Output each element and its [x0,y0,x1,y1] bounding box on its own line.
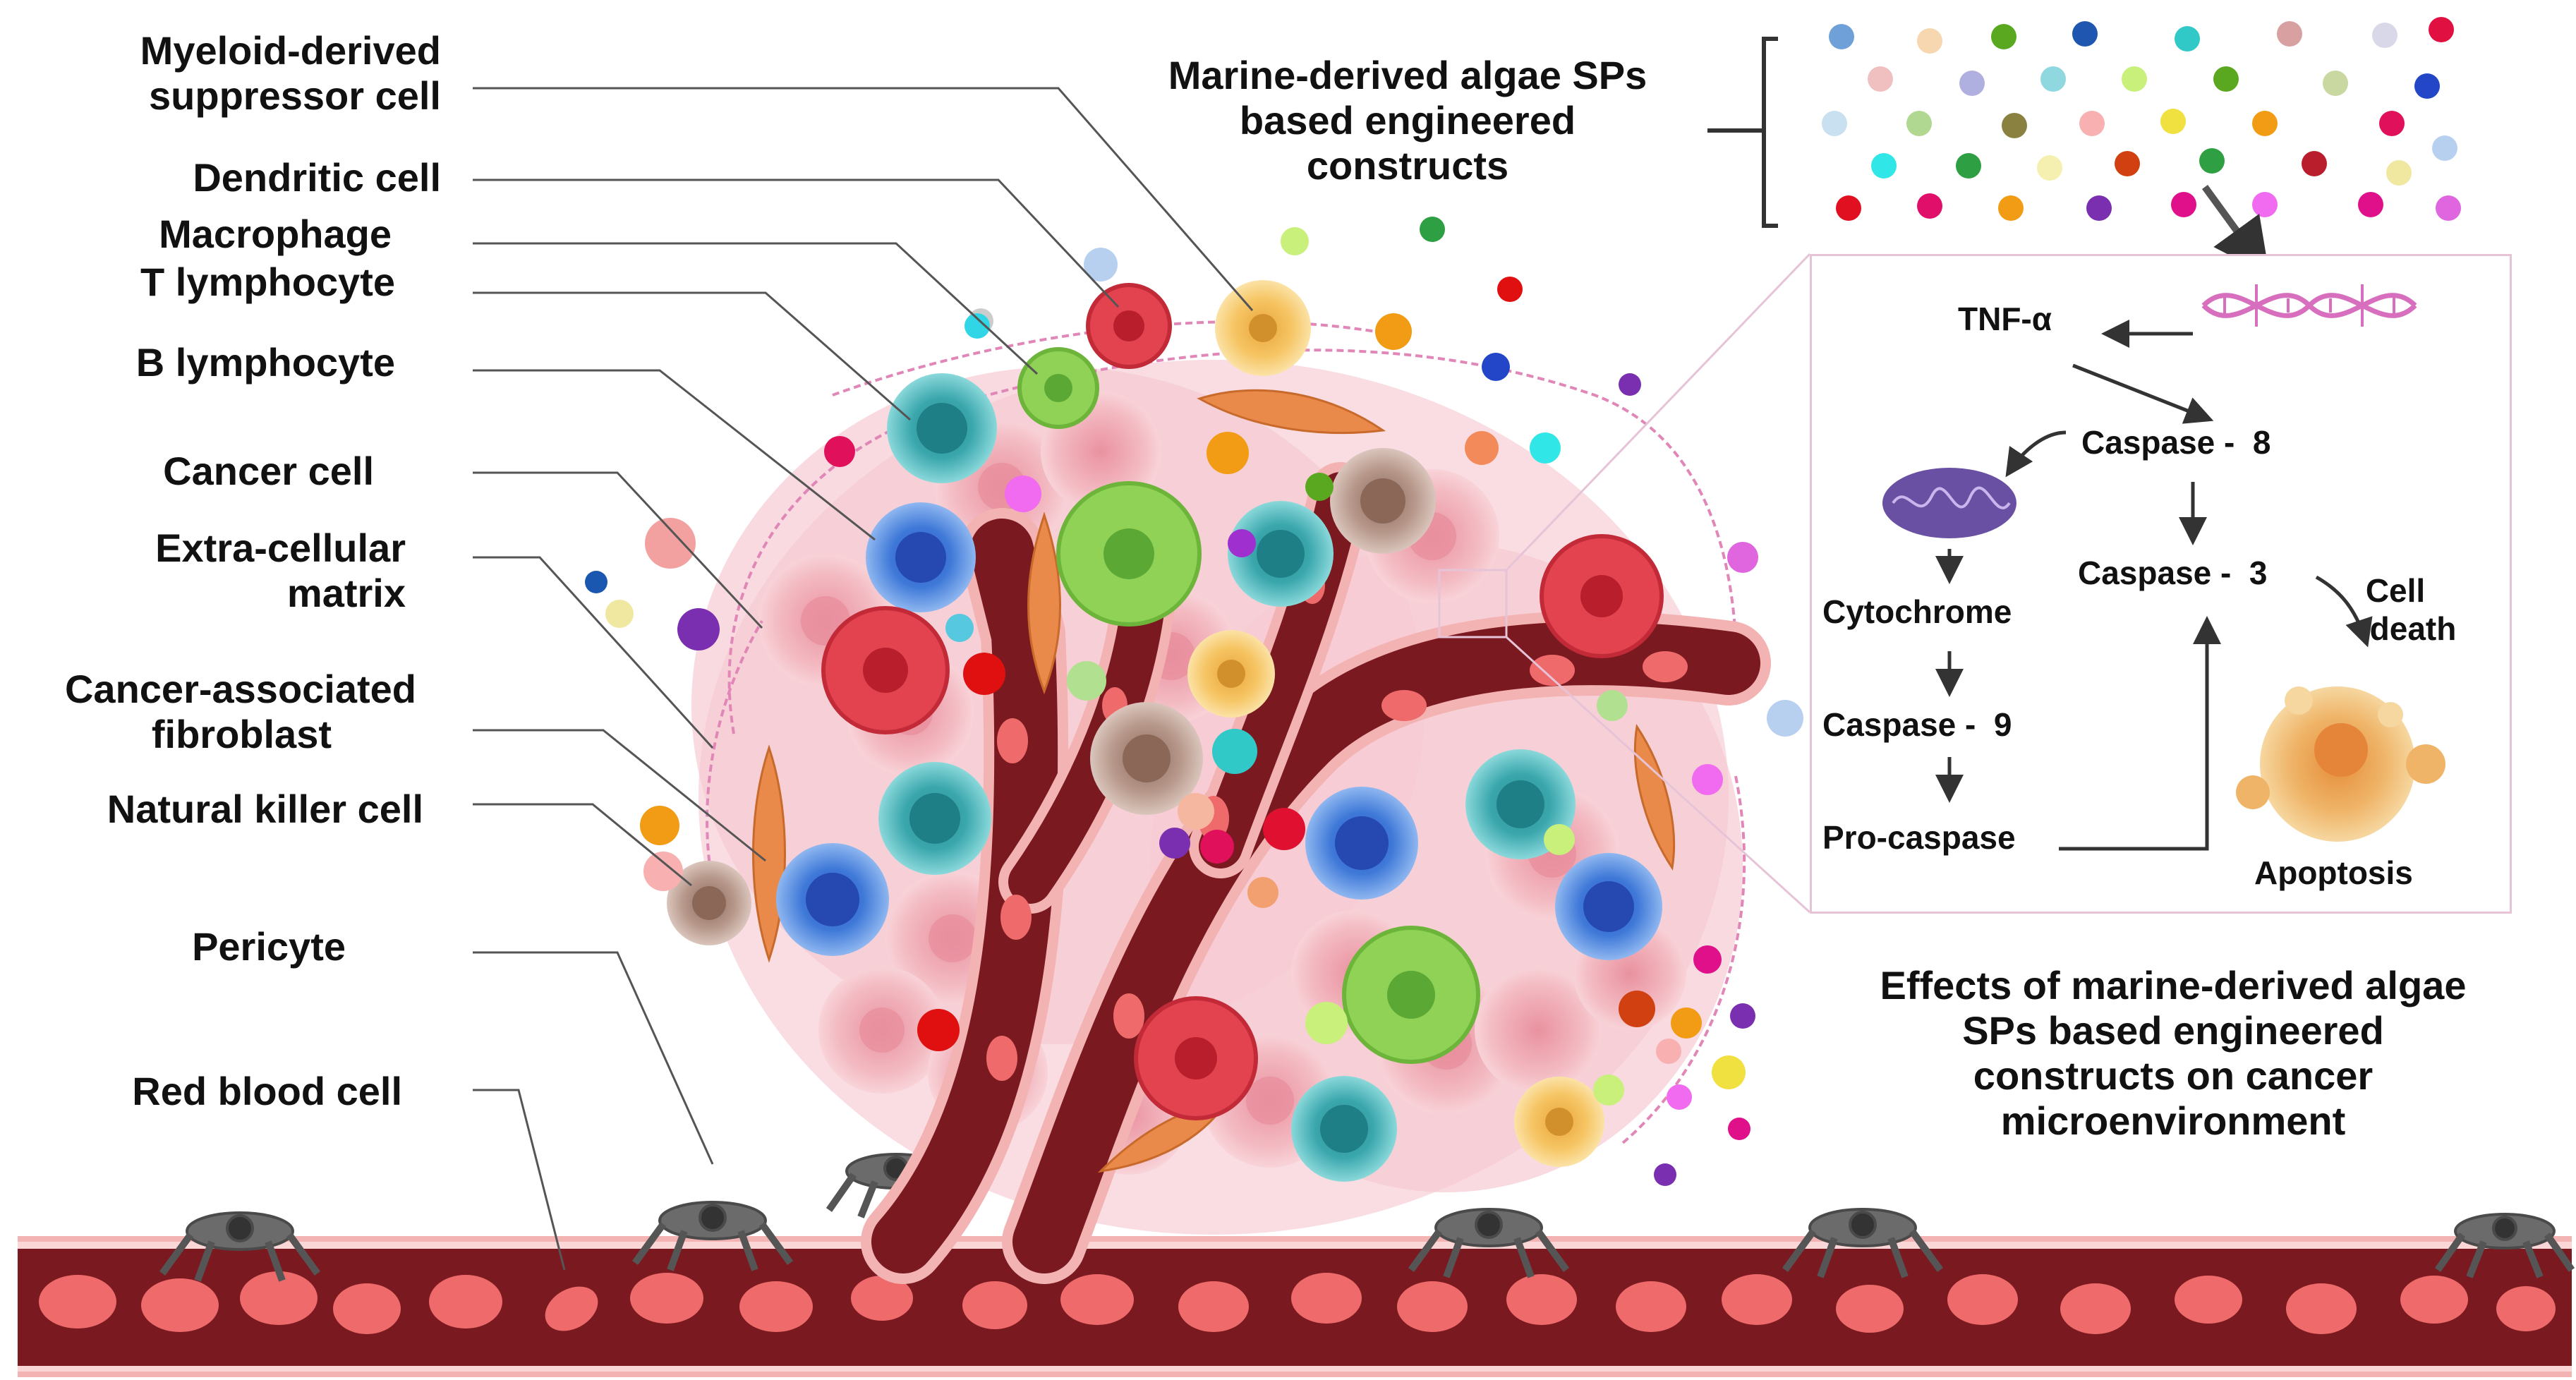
label-nk-cell: Natural killer cell [107,787,423,831]
label-b-lymphocyte: B lymphocyte [135,340,395,385]
label-red-blood-cell: Red blood cell [132,1069,402,1113]
pathway-caspase-9: Caspase - 9 [1822,706,2012,743]
pathway-caspase-3: Caspase - 3 [2078,555,2268,591]
label-cancer-cell: Cancer cell [163,449,374,493]
pathway-caspase-8: Caspase - 8 [2081,424,2271,461]
pathway-tnf-alpha: TNF-α [1958,301,2052,337]
apoptosis-pathway-panel [1810,254,2512,914]
dna-icon [2201,284,2417,327]
figure-caption-line2: SPs based engineered [1962,1008,2384,1053]
constructs-title-line3: constructs [1306,143,1509,188]
mitochondria-icon [1882,468,2016,538]
label-t-lymphocyte: T lymphocyte [140,260,395,304]
constructs-title: Marine-derived algae SPs based engineere… [1122,53,1693,188]
label-caf-line2: fibroblast [151,712,332,756]
figure-caption-line4: microenvironment [2000,1098,2346,1143]
apoptotic-cell-icon [2236,686,2445,842]
pathway-graphics [1882,284,2445,851]
zoom-connectors [1438,253,1811,914]
pathway-apoptosis: Apoptosis [2254,854,2413,891]
immune-cells [667,280,1664,1182]
leader-lines [473,87,1254,1271]
figure-caption-line3: constructs on cancer [1973,1053,2374,1098]
label-macrophage: Macrophage [159,212,392,256]
construct-arrow [2201,185,2270,277]
pathway-pro-caspase: Pro-caspase [1822,819,2016,856]
label-caf: Cancer-associated fibroblast [28,667,416,757]
pathway-cell-death-line2: death [2369,610,2457,647]
pathway-arrows [1935,320,2373,851]
figure-caption: Effects of marine-derived algae SPs base… [1820,963,2526,1144]
construct-bracket [1707,37,1778,228]
pathway-cell-death-line1: Cell [2365,572,2426,609]
red-blood-cells [39,1271,2556,1334]
pathway-cytochrome: Cytochrome [1822,593,2012,630]
label-mdsc-line1: Myeloid-derived [140,28,441,73]
label-mdsc-line2: suppressor cell [149,73,441,118]
label-caf-line1: Cancer-associated [64,667,416,711]
label-dendritic-cell: Dendritic cell [193,155,441,200]
pathway-cell-death: Cell death [2325,571,2466,648]
label-ecm-line1: Extra-cellular [155,526,406,570]
label-ecm: Extra-cellular matrix [56,526,406,616]
construct-dots [1822,17,2461,221]
figure-caption-line1: Effects of marine-derived algae [1880,963,2467,1007]
tumor-nanoparticles [585,217,1803,1186]
constructs-title-line1: Marine-derived algae SPs [1168,53,1647,97]
pericytes [159,1153,2575,1282]
constructs-title-line2: based engineered [1239,98,1576,143]
label-mdsc: Myeloid-derived suppressor cell [56,28,441,119]
label-ecm-line2: matrix [286,571,406,615]
label-pericyte: Pericyte [192,924,346,969]
